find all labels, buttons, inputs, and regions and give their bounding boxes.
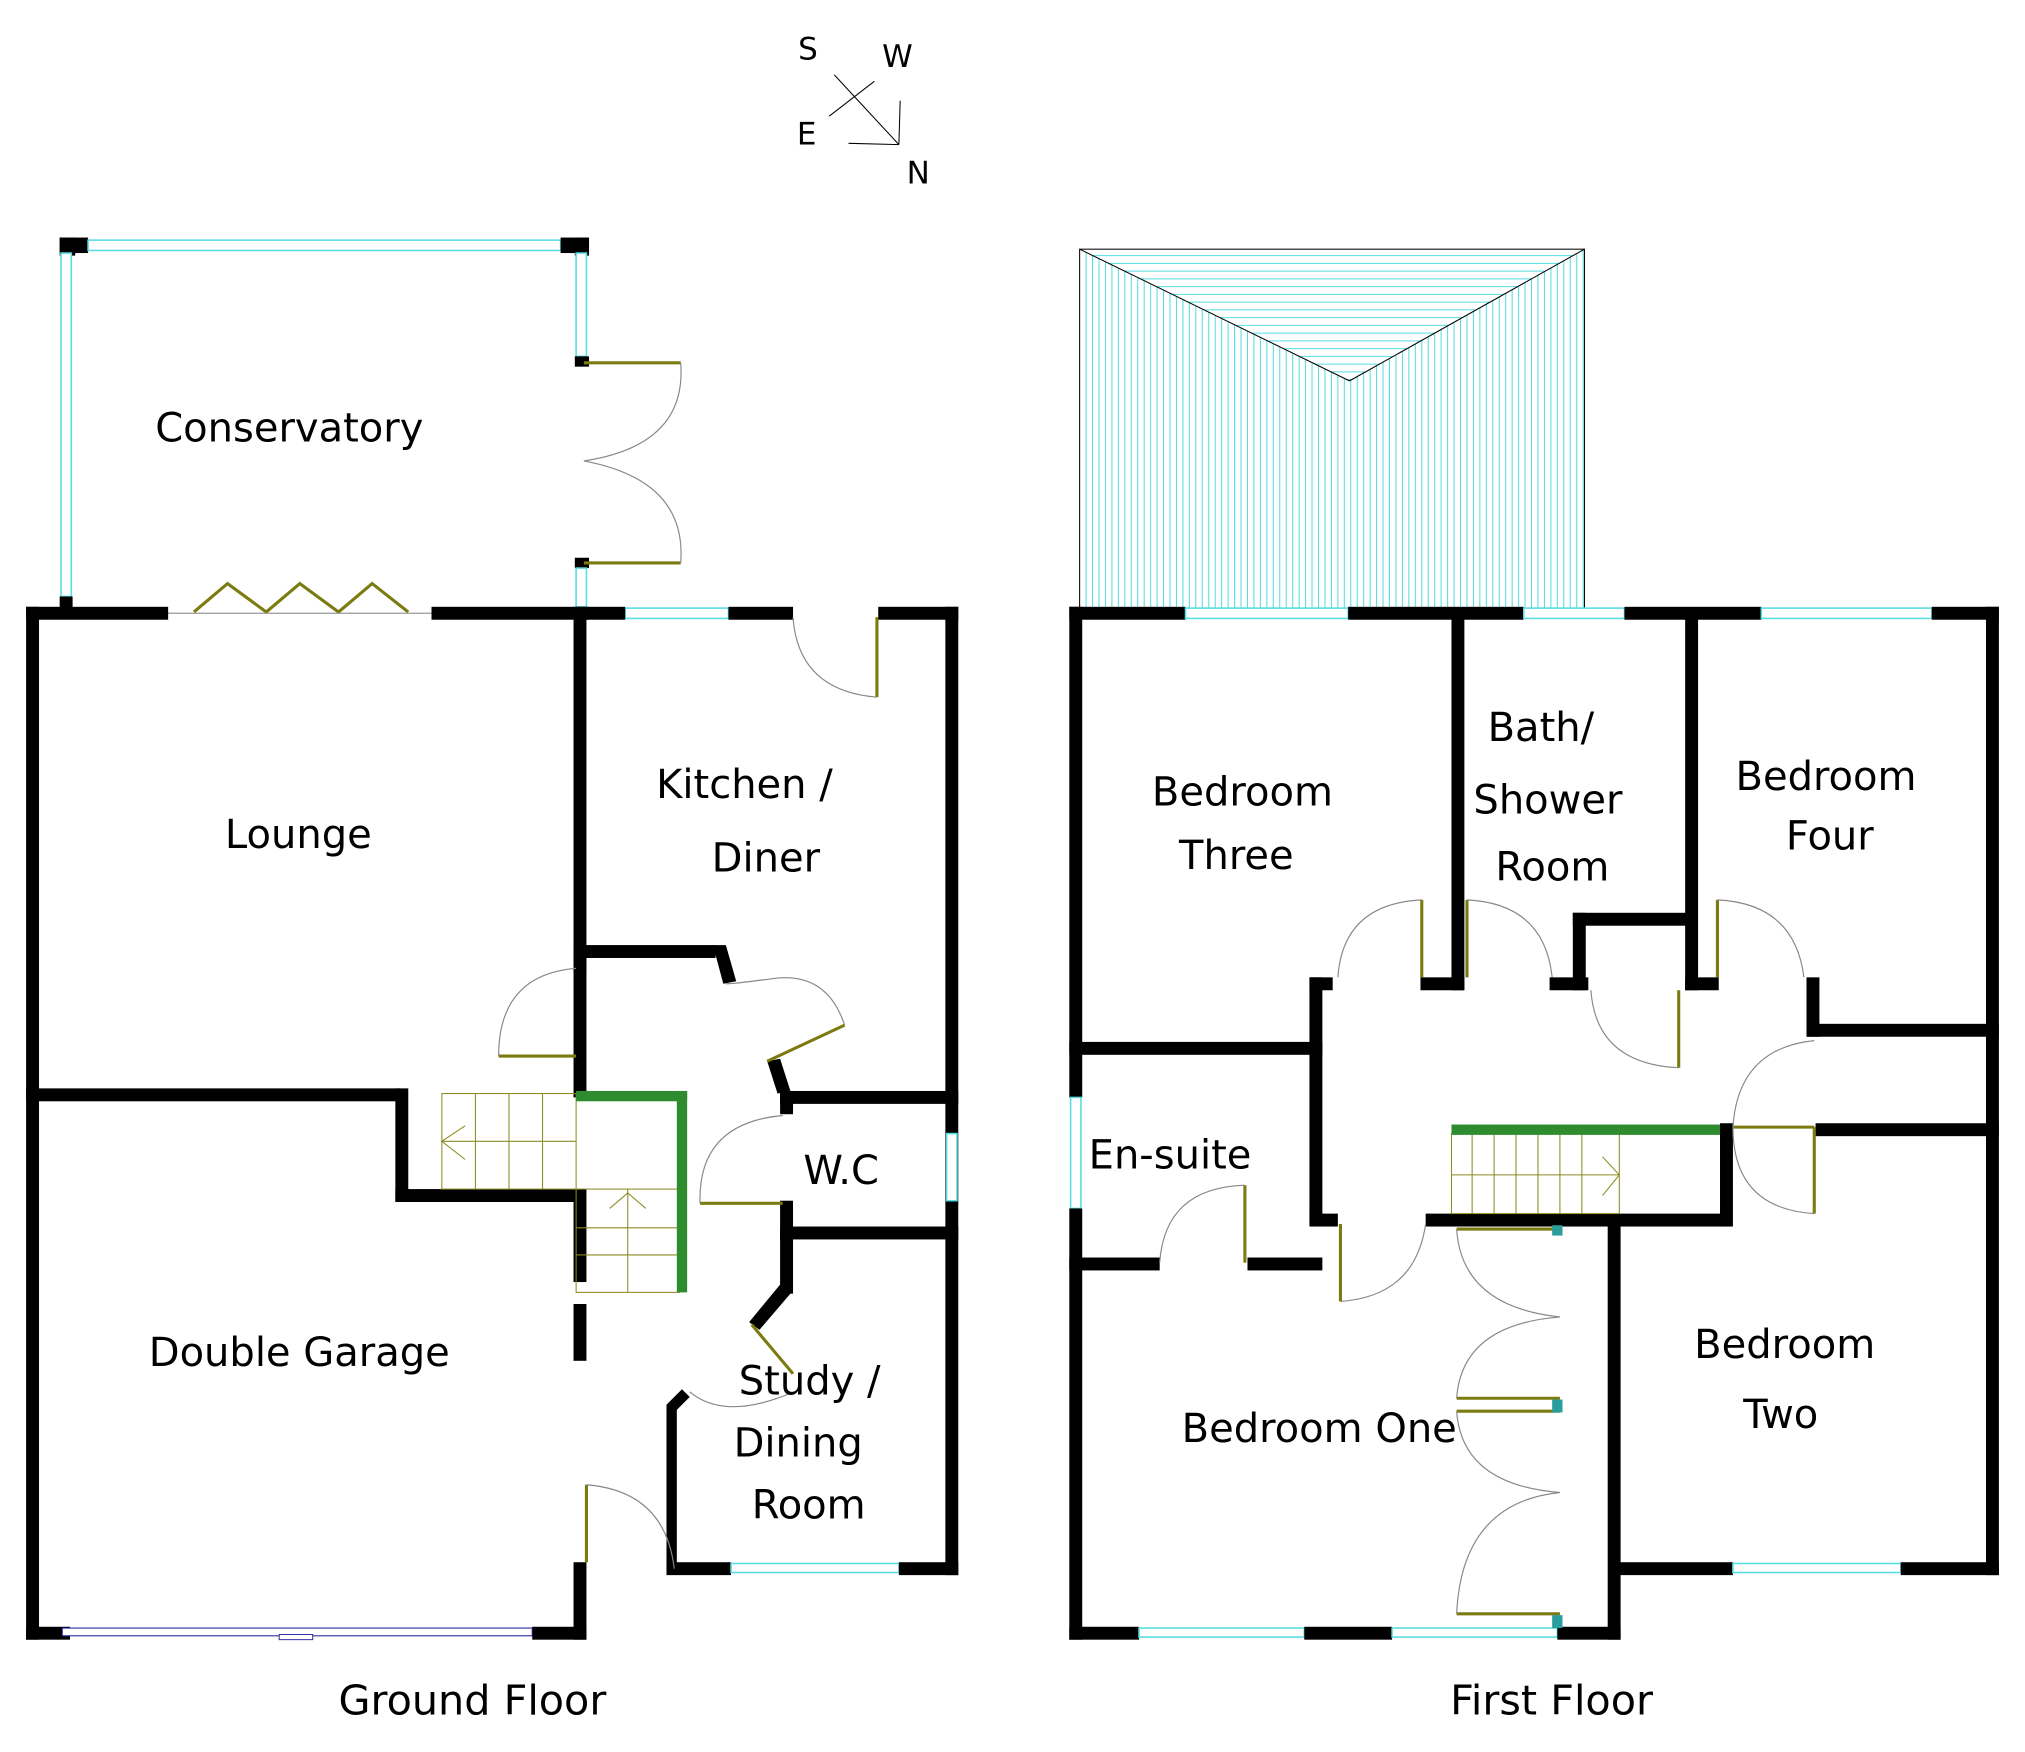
room-label-dining: Dining bbox=[734, 1420, 863, 1466]
stair-rail bbox=[576, 1090, 688, 1102]
room-label-conservatory: Conservatory bbox=[155, 406, 423, 452]
compass-arrow bbox=[848, 142, 899, 146]
ground-floor: Conservatory bbox=[26, 237, 959, 1725]
compass: S W E N bbox=[797, 31, 930, 191]
compass-n: N bbox=[907, 155, 930, 191]
stair-rail bbox=[676, 1090, 688, 1293]
compass-arrow bbox=[898, 100, 901, 145]
conservatory-roof bbox=[1079, 248, 1585, 614]
room-label-four: Four bbox=[1786, 814, 1874, 860]
staircase-first bbox=[1450, 1124, 1721, 1215]
room-label-bedroom-four: Bedroom bbox=[1736, 754, 1917, 800]
room-label-bedroom-two: Bedroom bbox=[1694, 1322, 1875, 1368]
room-label-lounge: Lounge bbox=[225, 812, 372, 858]
stair-rail bbox=[1451, 1124, 1721, 1135]
room-label-diner: Diner bbox=[712, 835, 821, 881]
room-label-ensuite: En-suite bbox=[1089, 1132, 1252, 1178]
room-label-room: Room bbox=[752, 1482, 866, 1528]
compass-line bbox=[828, 80, 875, 117]
room-label-bedroom-three: Bedroom bbox=[1152, 770, 1333, 816]
room-label-three: Three bbox=[1178, 833, 1294, 879]
compass-e: E bbox=[797, 117, 817, 153]
room-label-garage: Double Garage bbox=[149, 1330, 450, 1376]
compass-w: W bbox=[882, 39, 913, 75]
floor-title-first: First Floor bbox=[1450, 1677, 1653, 1725]
compass-line bbox=[833, 74, 900, 145]
room-label-two: Two bbox=[1742, 1392, 1818, 1438]
room-label-shower: Shower bbox=[1473, 777, 1623, 823]
first-floor: Bedroom Three Bath/ Shower Room Bedroom … bbox=[1069, 248, 1999, 1725]
conservatory: Conservatory bbox=[59, 237, 682, 614]
compass-s: S bbox=[798, 31, 818, 67]
room-label-bath-room: Room bbox=[1495, 845, 1609, 891]
floor-title-ground: Ground Floor bbox=[339, 1677, 607, 1725]
room-label-bath: Bath/ bbox=[1488, 705, 1595, 751]
room-label-kitchen: Kitchen / bbox=[656, 762, 833, 808]
staircase-ground bbox=[440, 1090, 688, 1293]
room-label-wc: W.C bbox=[803, 1148, 879, 1194]
room-label-study: Study / bbox=[739, 1358, 881, 1404]
room-label-bedroom-one: Bedroom One bbox=[1182, 1406, 1457, 1452]
